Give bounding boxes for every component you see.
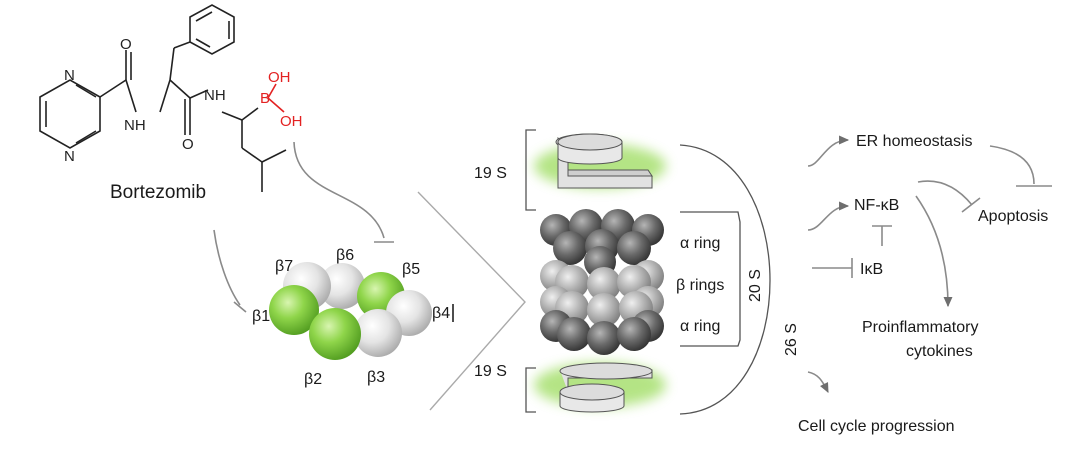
- label-19s-top: 19 S: [474, 165, 507, 182]
- label-26s: 26 S: [783, 323, 800, 356]
- label-b4: β4: [432, 305, 450, 322]
- proteasome-labels: 19 S 19 S α ring β rings α ring 20 S 26 …: [474, 165, 800, 380]
- sphere-b6: [319, 263, 365, 309]
- effect-labels: ER homeostasis NF-κB IκB Apoptosis Proin…: [798, 133, 1048, 435]
- effect-arrows: [807, 135, 1052, 394]
- atom-b: B: [260, 90, 270, 107]
- label-b5: β5: [402, 261, 420, 278]
- bracket-20s: [680, 211, 741, 347]
- label-beta-rings: β rings: [676, 277, 724, 294]
- label-b3: β3: [367, 369, 385, 386]
- beta-labels: β1 β2 β3 β4 β5 β6 β7: [252, 247, 450, 388]
- atom-o-2: O: [182, 136, 194, 153]
- bracket-19s-bottom: [525, 367, 536, 413]
- label-er-homeostasis: ER homeostasis: [856, 133, 973, 150]
- sphere-b2: [309, 308, 361, 360]
- label-19s-bottom: 19 S: [474, 363, 507, 380]
- arrow-cytokines: [915, 195, 953, 308]
- alpha-ring-bottom-spheres: [540, 310, 664, 355]
- label-nfkb: NF-κB: [854, 197, 899, 214]
- label-b6: β6: [336, 247, 354, 264]
- atom-nh-1: NH: [124, 117, 146, 134]
- atom-n-top: N: [64, 67, 75, 84]
- beta-ring: [269, 262, 432, 360]
- arrow-cell-cycle: [807, 371, 829, 394]
- atom-o-1: O: [120, 36, 132, 53]
- bortezomib-atoms: N N O NH O NH B OH OH Bortezomib: [64, 36, 303, 203]
- bracket-26s: [679, 144, 771, 415]
- arrow-er: [807, 135, 850, 167]
- label-b7: β7: [275, 258, 293, 275]
- atom-nh-2: NH: [204, 87, 226, 104]
- sphere-b3: [354, 309, 402, 357]
- label-alpha-ring-bottom: α ring: [680, 318, 720, 335]
- inhibit-line-b1: [213, 229, 241, 306]
- label-cell-cycle: Cell cycle progression: [798, 418, 955, 435]
- label-proinflammatory: Proinflammatory: [862, 319, 978, 336]
- inhibit-apoptosis-line-nfkb: [917, 180, 973, 206]
- sphere-b1: [269, 285, 319, 335]
- beta-rings-spheres: [540, 260, 664, 327]
- inhibit-apoptosis-bar-nfkb: [961, 197, 981, 213]
- bracket-19s-top: [525, 129, 536, 211]
- inhibit-line-b5: [293, 141, 385, 239]
- zoom-chevron: [417, 191, 526, 411]
- atom-oh-2: OH: [280, 113, 303, 130]
- core-20s: [540, 209, 664, 355]
- label-20s: 20 S: [747, 269, 764, 302]
- label-b1: β1: [252, 308, 270, 325]
- cap-bottom: [534, 362, 666, 413]
- alpha-ring-top-spheres: [540, 209, 664, 278]
- arrow-nfkb: [807, 201, 850, 231]
- label-cytokines: cytokines: [906, 343, 973, 360]
- label-apoptosis: Apoptosis: [978, 208, 1048, 225]
- label-b2: β2: [304, 371, 322, 388]
- cap-top: [534, 133, 666, 189]
- atom-n-bottom: N: [64, 148, 75, 165]
- atom-oh-1: OH: [268, 69, 291, 86]
- bortezomib-label: Bortezomib: [110, 182, 206, 203]
- bortezomib-structure: [39, 4, 287, 192]
- inhibit-apoptosis-line-er: [989, 145, 1035, 185]
- inhibit-bar-b1: [233, 301, 247, 313]
- label-alpha-ring-top: α ring: [680, 235, 720, 252]
- label-ikb: IκB: [860, 261, 883, 278]
